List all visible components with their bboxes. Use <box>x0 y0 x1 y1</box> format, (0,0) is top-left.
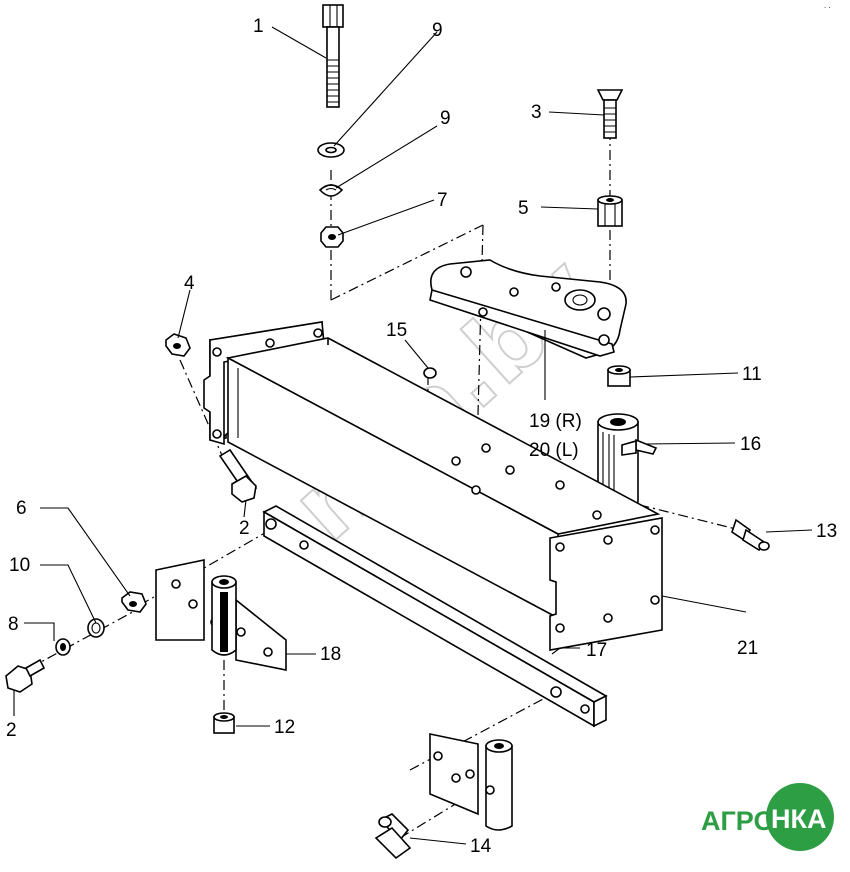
washer-part-8 <box>55 638 71 656</box>
callout-9-upper: 9 <box>432 20 443 41</box>
callout-15: 15 <box>386 320 407 341</box>
callout-2-upper: 2 <box>239 518 250 539</box>
bolt-part-1 <box>322 4 344 108</box>
link-bar-part-17 <box>262 505 608 728</box>
callout-12: 12 <box>274 717 295 738</box>
hinge-bracket-part-18 <box>155 559 287 671</box>
callout-3: 3 <box>531 102 542 123</box>
hinge-bracket-part-14 <box>429 733 513 831</box>
callout-14: 14 <box>470 836 492 857</box>
callout-20-l: 20 (L) <box>529 440 579 461</box>
callout-16: 16 <box>740 434 761 455</box>
logo-text-left: АГРО <box>701 806 774 836</box>
callout-9-lower: 9 <box>440 108 451 129</box>
callout-10: 10 <box>9 555 30 576</box>
grease-nipple-part-13 <box>731 518 770 552</box>
main-beam-frame <box>203 321 663 651</box>
callout-1: 1 <box>253 16 264 37</box>
callout-11: 11 <box>742 364 762 385</box>
callout-13: 13 <box>816 521 837 542</box>
callout-7: 7 <box>437 190 448 211</box>
callout-19-r: 19 (R) <box>529 411 582 432</box>
grease-fitting-part-14 <box>374 813 412 860</box>
bushing-part-11 <box>607 365 631 387</box>
agronka-logo: АГРО НКА <box>701 783 834 851</box>
corner-mark: · · <box>824 4 831 12</box>
nut-part-4 <box>165 333 191 357</box>
callout-18: 18 <box>320 644 341 665</box>
logo-text-right: НКА <box>771 804 826 834</box>
screw-part-3 <box>596 89 624 139</box>
callout-8: 8 <box>8 614 19 635</box>
callout-5: 5 <box>518 198 529 219</box>
callout-labels: 1 9 9 7 3 5 4 15 19 (R) 20 (L) 11 16 13 … <box>6 16 837 857</box>
bracket-plate-part-19-20 <box>429 259 627 359</box>
nut-part-6 <box>121 591 147 613</box>
callout-21: 21 <box>737 638 758 659</box>
nut-part-7 <box>320 226 344 248</box>
spring-washer-part-10 <box>87 618 105 638</box>
callout-2-lower: 2 <box>6 720 17 741</box>
callout-4: 4 <box>184 273 195 294</box>
logo-circle <box>766 783 834 851</box>
callout-17: 17 <box>586 640 607 661</box>
flat-washer-part-9 <box>317 142 345 158</box>
bolt-part-2-lower <box>5 658 46 693</box>
bolt-part-2-upper <box>218 448 258 503</box>
callout-6: 6 <box>16 498 27 519</box>
tall-nut-part-5 <box>597 195 623 227</box>
leader-lines <box>13 26 813 845</box>
bushing-part-12 <box>213 712 235 734</box>
